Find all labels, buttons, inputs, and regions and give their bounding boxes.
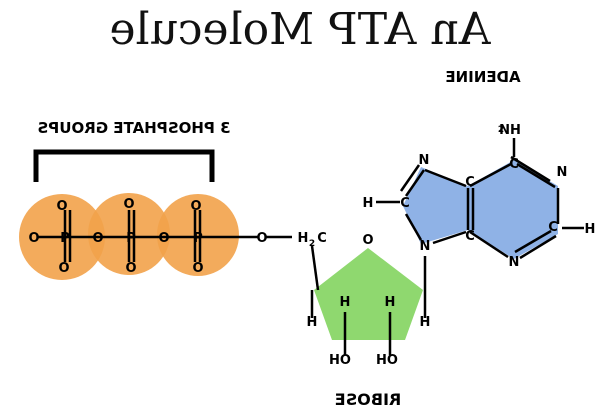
atom-adenine-h-right: H [585, 222, 596, 237]
atom-ribose-h-inner-right: H [385, 295, 396, 310]
atom-adenine-n-ribose: N [420, 239, 431, 254]
atom-adenine-c-left: C [400, 196, 410, 211]
atom-adenine-n-bottom: N [509, 255, 520, 270]
atom-p-2: P [126, 231, 136, 246]
ribose-label: RIBOSE [335, 390, 402, 409]
adenine-label: ADENINE [445, 68, 520, 86]
atom-p-1: P [60, 231, 70, 246]
phosphate-circle-3 [157, 194, 239, 276]
atom-ribose-h-inner-left: H [340, 295, 351, 310]
phosphate-groups-label: 3 PHOSPHATE GROUPS [37, 119, 230, 137]
adenine-five-ring [403, 167, 468, 244]
atom-adenine-c-right: C [548, 220, 558, 235]
atom-adenine-n-right: N [557, 165, 568, 180]
atom-o-left: O [28, 231, 39, 246]
adenine-six-ring [468, 160, 558, 259]
atom-h2c-c: C [317, 231, 327, 246]
atom-h2c-sub: 2 [309, 239, 315, 249]
atom-ribose-h-left: H [307, 315, 318, 330]
atom-ribose-ho-right: HO [376, 353, 398, 368]
atom-ribose-ho-left: HO [329, 353, 351, 368]
atom-ribose-o: O [362, 233, 373, 248]
ribose-ring [314, 248, 423, 340]
atom-o-minus-2: O [123, 197, 134, 212]
atom-o-bottom-2: O [125, 261, 136, 276]
atom-labels: O O O O P O P O P O O O O H 2 C O H H H … [28, 123, 595, 368]
atom-nh2-nh: NH [499, 123, 521, 138]
atom-o-bottom-1: O [58, 261, 69, 276]
atom-adenine-n-top: N [419, 153, 430, 168]
atom-adenine-h-left: H [363, 196, 374, 211]
atom-adenine-c-top: C [465, 175, 475, 190]
atom-adenine-c-bottom: C [465, 229, 475, 244]
atom-p-3: P [193, 231, 203, 246]
atom-o-bridge-2: O [158, 231, 169, 246]
atom-h2c-h: H [298, 231, 309, 246]
atom-o-bottom-3: O [192, 261, 203, 276]
phosphate-circles [19, 193, 239, 280]
atom-o-minus-3: O [190, 199, 201, 214]
diagram-title: An ATP Molecule [109, 4, 491, 55]
phosphate-bracket [33, 149, 215, 182]
atom-o-bridge-1: O [92, 231, 103, 246]
atom-o-ester: O [256, 231, 267, 246]
atom-adenine-c-nh2: C [509, 157, 519, 172]
atom-o-minus-1: O [56, 199, 67, 214]
bonds [38, 138, 584, 355]
atom-ribose-h-right: H [420, 315, 431, 330]
atom-nh2-sub: 2 [498, 125, 504, 135]
